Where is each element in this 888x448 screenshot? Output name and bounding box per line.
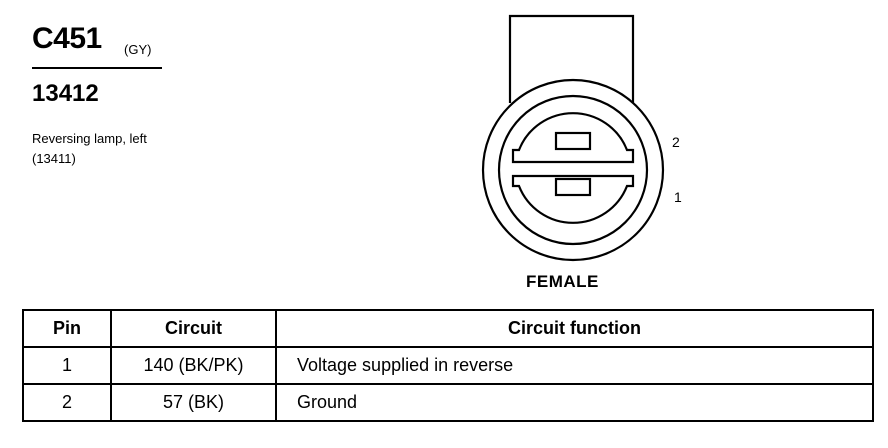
pin-insert-lower — [511, 174, 635, 224]
header-pin: Pin — [22, 309, 112, 348]
pin-insert-upper — [511, 112, 635, 164]
part-number: 13412 — [32, 80, 99, 107]
table-row: 1 140 (BK/PK) Voltage supplied in revers… — [22, 346, 874, 385]
description: Reversing lamp, left (13411) — [32, 129, 147, 169]
cell-circuit: 57 (BK) — [110, 383, 277, 422]
header-circuit: Circuit — [110, 309, 277, 348]
table-header-row: Pin Circuit Circuit function — [22, 309, 874, 348]
connector-inner-ring — [497, 94, 649, 246]
cell-function: Voltage supplied in reverse — [275, 346, 874, 385]
title-rule — [32, 67, 162, 69]
pin-label-2: 2 — [672, 134, 680, 150]
description-ref: (13411) — [32, 151, 76, 166]
cell-pin: 1 — [22, 346, 112, 385]
table-row: 2 57 (BK) Ground — [22, 383, 874, 422]
pin-table: Pin Circuit Circuit function 1 140 (BK/P… — [22, 309, 874, 422]
pin-label-1: 1 — [674, 189, 682, 205]
connector-id: C451 — [32, 22, 102, 55]
connector-face-diagram — [481, 14, 665, 262]
cell-function: Ground — [275, 383, 874, 422]
header-function: Circuit function — [275, 309, 874, 348]
gender-label: FEMALE — [526, 272, 599, 291]
cell-pin: 2 — [22, 383, 112, 422]
pin-2-cavity — [554, 131, 592, 151]
cell-circuit: 140 (BK/PK) — [110, 346, 277, 385]
connector-outer-ring — [481, 78, 665, 262]
connector-housing-tab — [508, 14, 635, 103]
description-text: Reversing lamp, left — [32, 131, 147, 146]
pin-1-cavity — [554, 177, 592, 197]
connector-color: (GY) — [124, 42, 152, 57]
